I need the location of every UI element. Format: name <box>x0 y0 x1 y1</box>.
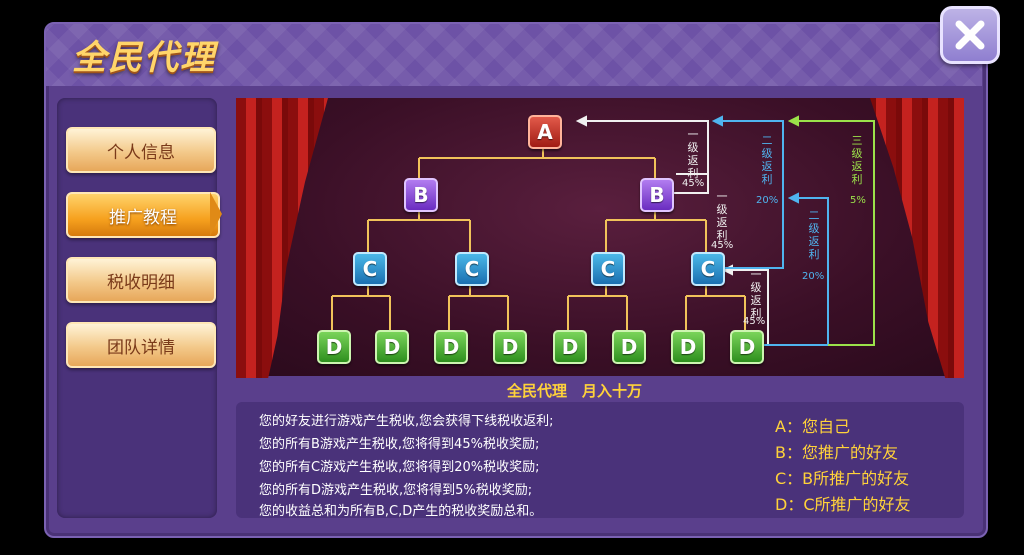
rule-line-1: 您的好友进行游戏产生税收,您会获得下线税收返利; <box>259 414 554 429</box>
node-c-2: C <box>455 252 489 286</box>
node-d-7: D <box>671 330 705 364</box>
node-d-4: D <box>493 330 527 364</box>
tree-lines <box>331 145 746 330</box>
sidebar-item-tax-details[interactable]: 税收明细 <box>66 257 216 303</box>
node-d-2: D <box>375 330 409 364</box>
rebate1-top-label: 一级返利 <box>687 128 699 180</box>
node-b-right: B <box>640 178 674 212</box>
rebate3-arrows <box>787 115 875 346</box>
rules-panel <box>236 402 964 518</box>
node-c-4: C <box>691 252 725 286</box>
sidebar-item-personal-info[interactable]: 个人信息 <box>66 127 216 173</box>
diagram-subtitle: 全民代理 月入十万 <box>507 382 643 400</box>
sidebar-item-promotion-tutorial[interactable]: 推广教程 <box>66 192 220 238</box>
node-d-5: D <box>553 330 587 364</box>
rebate1-low-pct: 45% <box>743 316 766 327</box>
close-icon <box>955 20 985 50</box>
node-c-3: C <box>591 252 625 286</box>
node-b-left: B <box>404 178 438 212</box>
diagram-stage <box>236 98 964 376</box>
active-tab-pointer <box>210 192 222 236</box>
rebate2-arrows <box>711 115 829 346</box>
legend-d: D：C所推广的好友 <box>775 495 911 514</box>
rebate3-pct: 5% <box>850 195 866 206</box>
legend-c: C：B所推广的好友 <box>775 469 910 488</box>
rule-line-2: 您的所有B游戏产生税收,您将得到45%税收奖励; <box>259 437 540 452</box>
rebate2-low-label: 二级返利 <box>808 209 820 261</box>
node-d-1: D <box>317 330 351 364</box>
node-d-8: D <box>730 330 764 364</box>
rebate3-label: 三级返利 <box>851 134 863 186</box>
rule-line-3: 您的所有C游戏产生税收,您将得到20%税收奖励; <box>259 460 540 475</box>
rebate1-low-label: 一级返利 <box>750 268 762 320</box>
page-title: 全民代理 <box>72 38 216 78</box>
rebate2-low-pct: 20% <box>802 271 825 282</box>
rebate1-mid-pct: 45% <box>711 240 734 251</box>
rebate2-top-label: 二级返利 <box>761 134 773 186</box>
sidebar-item-team-details[interactable]: 团队详情 <box>66 322 216 368</box>
legend-a: A：您自己 <box>775 417 850 436</box>
rebate2-top-pct: 20% <box>756 195 779 206</box>
rule-line-5: 您的收益总和为所有B,C,D产生的税收奖励总和。 <box>259 504 543 519</box>
legend-b: B：您推广的好友 <box>775 443 898 462</box>
rebate1-top-pct: 45% <box>682 178 705 189</box>
panel-header <box>46 24 982 86</box>
rule-line-4: 您的所有D游戏产生税收,您将得到5%税收奖励; <box>259 483 533 498</box>
node-d-6: D <box>612 330 646 364</box>
close-button[interactable] <box>940 6 1000 64</box>
node-c-1: C <box>353 252 387 286</box>
node-a: A <box>528 115 562 149</box>
node-d-3: D <box>434 330 468 364</box>
rebate1-mid-label: 一级返利 <box>716 190 728 242</box>
